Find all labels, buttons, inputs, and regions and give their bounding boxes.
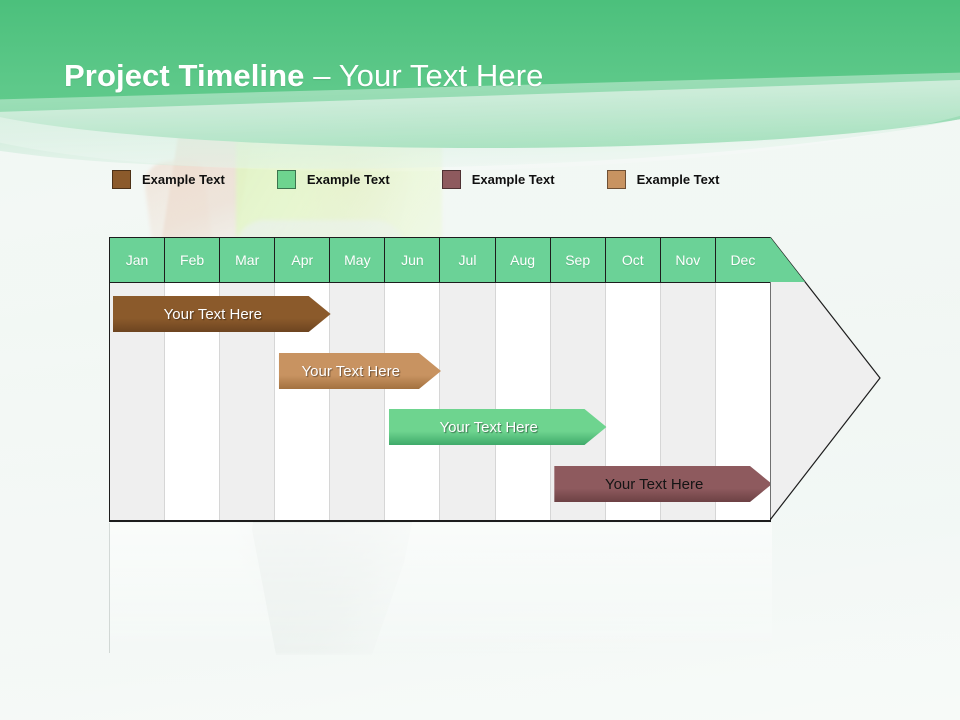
- page-title-separator: –: [304, 58, 339, 93]
- month-header-jun[interactable]: Jun: [385, 238, 441, 283]
- task-bar-label: Your Text Here: [439, 418, 538, 436]
- column-band-feb: [165, 238, 221, 520]
- column-band-jan: [110, 238, 166, 520]
- column-band-oct: [606, 238, 661, 520]
- legend-item-3[interactable]: Example Text: [441, 170, 555, 189]
- legend-item-label: Example Text: [471, 172, 555, 187]
- task-bar-4[interactable]: Your Text Here: [554, 466, 771, 502]
- legend-item-2[interactable]: Example Text: [276, 170, 390, 189]
- legend: Example Text Example Text Example Text Exam…: [112, 170, 719, 189]
- task-bar-3[interactable]: Your Text Here: [389, 409, 607, 445]
- legend-swatch-mauve: [441, 170, 461, 189]
- month-header-may[interactable]: May: [330, 238, 386, 283]
- task-bar-2[interactable]: Your Text Here: [279, 353, 442, 389]
- task-bar-label: Your Text Here: [604, 475, 704, 493]
- task-bar-label: Your Text Here: [163, 305, 263, 323]
- legend-item-label: Example Text: [306, 172, 390, 187]
- month-header-feb[interactable]: Feb: [165, 238, 221, 283]
- page-title-light: Your Text Here: [338, 58, 544, 93]
- column-band-aug: [496, 238, 551, 520]
- month-header-jul[interactable]: Jul: [440, 238, 496, 283]
- legend-item-label: Example Text: [142, 172, 225, 187]
- legend-swatch-tan: [606, 170, 626, 189]
- month-header-jan[interactable]: Jan: [110, 238, 166, 283]
- column-band-jul: [440, 238, 496, 520]
- legend-swatch-brown: [112, 170, 131, 189]
- legend-item-label: Example Text: [636, 172, 720, 187]
- page-title-strong: Project Timeline: [64, 58, 305, 93]
- month-header-apr[interactable]: Apr: [275, 238, 331, 283]
- chart-baseline: [109, 520, 771, 522]
- month-header-nov[interactable]: Nov: [660, 238, 716, 283]
- column-band-jun: [385, 238, 441, 520]
- month-header-oct[interactable]: Oct: [605, 238, 661, 283]
- legend-item-1[interactable]: Example Text: [112, 170, 225, 189]
- month-header-aug[interactable]: Aug: [495, 238, 551, 283]
- page-title: Project Timeline – Your Text Here: [64, 58, 543, 94]
- month-header-sep[interactable]: Sep: [550, 238, 606, 283]
- task-bar-1[interactable]: Your Text Here: [113, 296, 331, 332]
- month-header-mar[interactable]: Mar: [220, 238, 276, 283]
- legend-item-4[interactable]: Example Text: [606, 170, 720, 189]
- month-header-dec[interactable]: Dec: [715, 238, 770, 283]
- legend-swatch-green: [276, 170, 296, 189]
- timeline-arrowhead: [770, 237, 882, 521]
- column-band-mar: [220, 238, 276, 520]
- task-bar-label: Your Text Here: [301, 362, 400, 380]
